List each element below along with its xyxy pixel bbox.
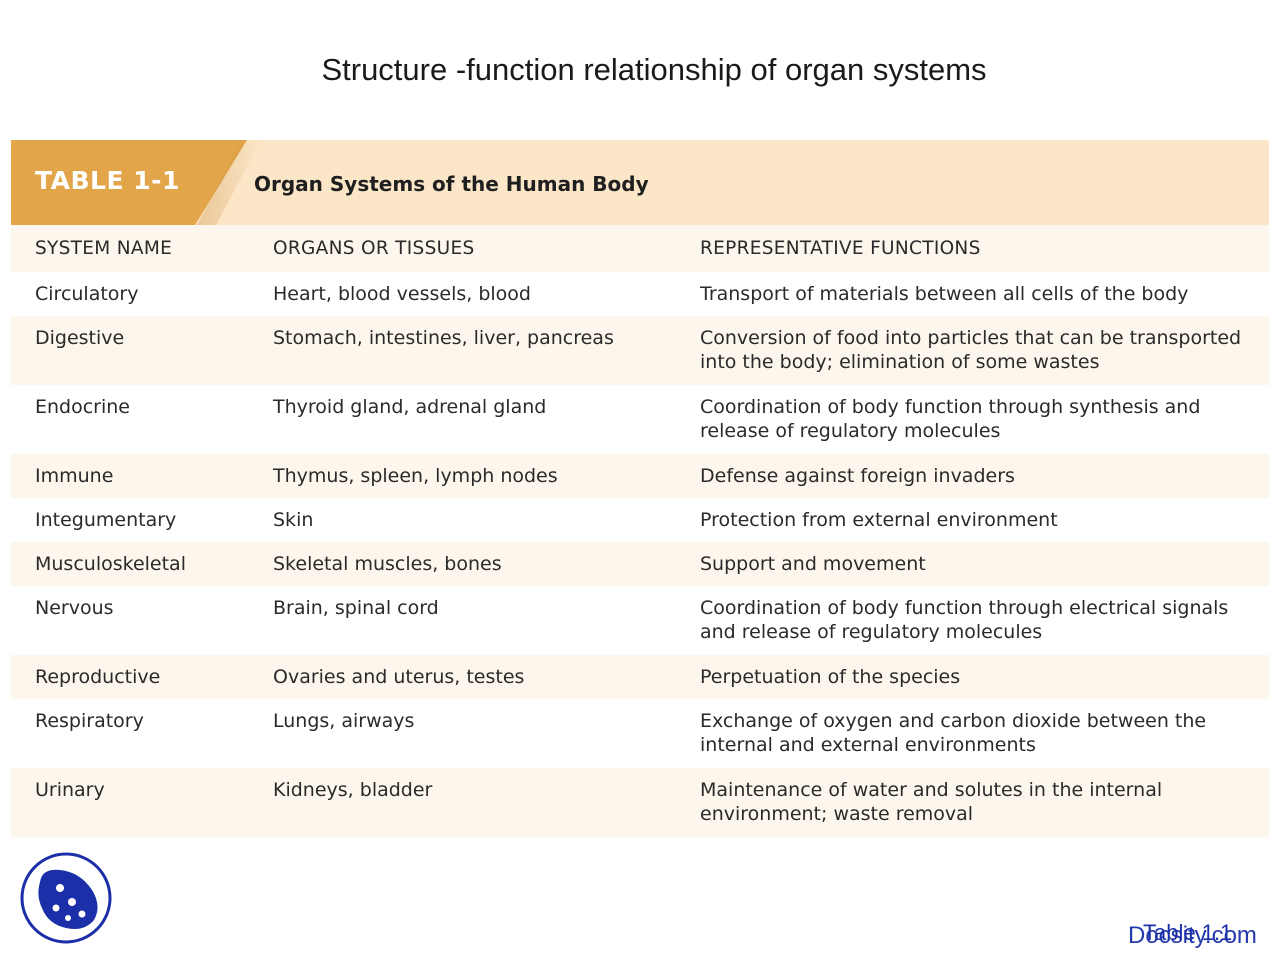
organs-cell: Skin [273,509,314,531]
organs-cell: Skeletal muscles, bones [273,553,502,575]
system-name-cell: Reproductive [35,666,161,688]
table-row: Digestive Stomach, intestines, liver, pa… [11,316,1269,385]
organs-cell: Stomach, intestines, liver, pancreas [273,327,614,349]
organs-cell: Thymus, spleen, lymph nodes [273,465,558,487]
function-cell: Exchange of oxygen and carbon dioxide be… [700,710,1207,756]
function-cell: Conversion of food into particles that c… [700,327,1242,373]
organs-cell: Kidneys, bladder [273,779,433,801]
table-row: Respiratory Lungs, airways Exchange of o… [11,699,1269,768]
column-header-organs: ORGANS OR TISSUES [273,237,475,259]
system-name-cell: Respiratory [35,710,144,732]
system-name-cell: Endocrine [35,396,130,418]
docsity-logo-graphic [20,852,112,944]
function-cell: Coordination of body function through el… [700,597,1229,643]
docsity-brand-link[interactable]: Docsity.com [1128,922,1257,949]
table-row: Musculoskeletal Skeletal muscles, bones … [11,542,1269,586]
table-header: TABLE 1-1 Organ Systems of the Human Bod… [11,140,1269,225]
table-row: Integumentary Skin Protection from exter… [11,498,1269,542]
organs-cell: Brain, spinal cord [273,597,439,619]
docsity-logo-icon[interactable] [20,852,112,944]
table-reference-label: Table 1.1 [1143,920,1233,945]
system-name-cell: Immune [35,465,114,487]
function-cell: Support and movement [700,553,926,575]
table-row: Urinary Kidneys, bladder Maintenance of … [11,768,1269,837]
function-cell: Maintenance of water and solutes in the … [700,779,1163,825]
table-row: Reproductive Ovaries and uterus, testes … [11,655,1269,699]
system-name-cell: Digestive [35,327,125,349]
function-cell: Protection from external environment [700,509,1058,531]
system-name-cell: Urinary [35,779,105,801]
system-name-cell: Musculoskeletal [35,553,186,575]
organ-systems-table: TABLE 1-1 Organ Systems of the Human Bod… [11,140,1269,837]
function-cell: Defense against foreign invaders [700,465,1015,487]
function-cell: Transport of materials between all cells… [700,283,1189,305]
organs-cell: Heart, blood vessels, blood [273,283,531,305]
system-name-cell: Circulatory [35,283,139,305]
column-header-system: SYSTEM NAME [35,237,173,259]
table-row: Immune Thymus, spleen, lymph nodes Defen… [11,454,1269,498]
system-name-cell: Nervous [35,597,114,619]
function-cell: Coordination of body function through sy… [700,396,1201,442]
function-cell: Perpetuation of the species [700,666,961,688]
organs-cell: Ovaries and uterus, testes [273,666,525,688]
column-header-row: SYSTEM NAME ORGANS OR TISSUES REPRESENTA… [11,225,1269,272]
column-header-functions: REPRESENTATIVE FUNCTIONS [700,237,981,259]
table-number: TABLE 1-1 [35,166,180,195]
system-name-cell: Integumentary [35,509,177,531]
table-row: Circulatory Heart, blood vessels, blood … [11,272,1269,316]
slide-title: Structure -function relationship of orga… [321,52,987,87]
table-caption: Organ Systems of the Human Body [254,172,649,196]
table-row: Endocrine Thyroid gland, adrenal gland C… [11,385,1269,454]
organs-cell: Thyroid gland, adrenal gland [273,396,547,418]
table-row: Nervous Brain, spinal cord Coordination … [11,586,1269,655]
organs-cell: Lungs, airways [273,710,415,732]
